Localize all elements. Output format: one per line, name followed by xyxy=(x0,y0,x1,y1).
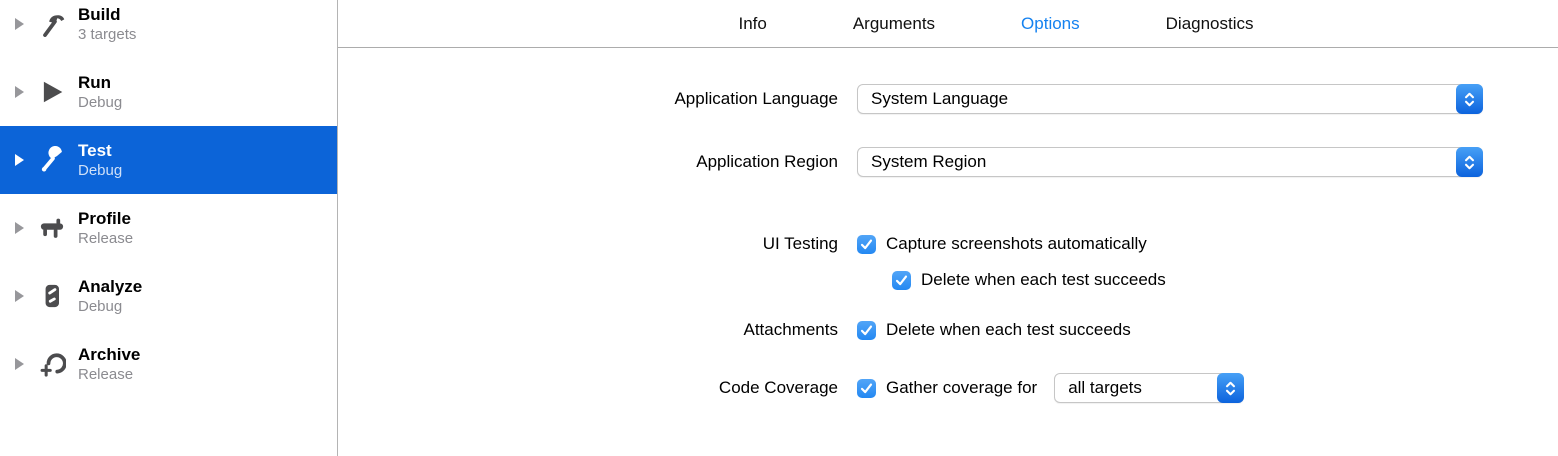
attachments-row: Attachments Delete when each test succee… xyxy=(338,319,1558,341)
application-region-popup[interactable]: System Region xyxy=(857,147,1483,177)
ui-testing-delete-row: Delete when each test succeeds xyxy=(338,269,1558,291)
scheme-title: Profile xyxy=(78,209,131,228)
popup-chevrons-icon xyxy=(1456,84,1483,114)
attachments-label: Attachments xyxy=(743,320,839,339)
caliper-icon xyxy=(34,210,70,246)
tab-arguments[interactable]: Arguments xyxy=(852,13,936,33)
popup-selected-value: System Language xyxy=(871,89,1009,108)
scheme-detail-panel: Info Arguments Options Diagnostics Appli… xyxy=(338,0,1558,456)
scheme-title: Archive xyxy=(78,345,141,364)
tab-bar: Info Arguments Options Diagnostics xyxy=(338,0,1558,48)
wrench-icon xyxy=(34,142,70,178)
tab-diagnostics[interactable]: Diagnostics xyxy=(1165,13,1254,33)
application-language-popup[interactable]: System Language xyxy=(857,84,1483,114)
options-form: Application Language System Language App… xyxy=(338,48,1558,403)
scheme-title: Build xyxy=(78,5,121,24)
disclosure-triangle-icon[interactable] xyxy=(15,290,24,302)
sidebar-item-test[interactable]: Test Debug xyxy=(0,126,337,194)
clamp-icon xyxy=(34,346,70,382)
gather-coverage-label: Gather coverage for xyxy=(886,378,1038,397)
hammer-icon xyxy=(34,6,70,42)
capture-screenshots-label: Capture screenshots automatically xyxy=(886,234,1147,253)
scheme-subtitle: Release xyxy=(78,230,134,247)
scheme-subtitle: 3 targets xyxy=(78,26,137,43)
scheme-subtitle: Debug xyxy=(78,298,123,315)
ui-testing-row: UI Testing Capture screenshots automatic… xyxy=(338,233,1558,255)
popup-chevrons-icon xyxy=(1456,147,1483,177)
play-icon xyxy=(34,74,70,110)
sidebar-item-archive[interactable]: Archive Release xyxy=(0,330,337,398)
sidebar-item-build[interactable]: Build 3 targets xyxy=(0,0,337,58)
delete-attachments-checkbox[interactable] xyxy=(857,320,876,340)
scheme-title: Run xyxy=(78,73,112,92)
application-region-label: Application Region xyxy=(696,152,838,171)
disclosure-triangle-icon[interactable] xyxy=(15,86,24,98)
scheme-subtitle: Release xyxy=(78,366,134,383)
disclosure-triangle-icon[interactable] xyxy=(15,222,24,234)
tab-info[interactable]: Info xyxy=(738,13,767,33)
gather-coverage-checkbox[interactable] xyxy=(857,378,876,398)
sidebar-item-analyze[interactable]: Analyze Debug xyxy=(0,262,337,330)
scheme-actions-sidebar: Build 3 targets Run Debug xyxy=(0,0,338,456)
disclosure-triangle-icon[interactable] xyxy=(15,18,24,30)
meter-icon xyxy=(34,278,70,314)
capture-screenshots-checkbox[interactable] xyxy=(857,234,876,254)
scheme-title: Test xyxy=(78,141,112,160)
ui-testing-label: UI Testing xyxy=(762,234,838,253)
popup-chevrons-icon xyxy=(1217,373,1245,403)
scheme-subtitle: Debug xyxy=(78,94,123,111)
disclosure-triangle-icon[interactable] xyxy=(15,154,24,166)
popup-selected-value: all targets xyxy=(1068,378,1142,397)
tab-options[interactable]: Options xyxy=(1021,13,1080,33)
scheme-title: Analyze xyxy=(78,277,143,296)
coverage-targets-popup[interactable]: all targets xyxy=(1054,373,1245,403)
application-language-row: Application Language System Language xyxy=(338,84,1558,114)
delete-attachments-label: Delete when each test succeeds xyxy=(886,320,1131,339)
delete-screenshots-label: Delete when each test succeeds xyxy=(921,270,1166,289)
popup-selected-value: System Region xyxy=(871,152,987,171)
scheme-subtitle: Debug xyxy=(78,162,123,179)
code-coverage-label: Code Coverage xyxy=(718,378,838,397)
scheme-action-list: Build 3 targets Run Debug xyxy=(0,0,337,398)
sidebar-item-profile[interactable]: Profile Release xyxy=(0,194,337,262)
application-region-row: Application Region System Region xyxy=(338,147,1558,177)
application-language-label: Application Language xyxy=(674,89,838,108)
sidebar-item-run[interactable]: Run Debug xyxy=(0,58,337,126)
delete-screenshots-checkbox[interactable] xyxy=(892,270,911,290)
code-coverage-row: Code Coverage Gather coverage for all ta… xyxy=(338,373,1558,403)
disclosure-triangle-icon[interactable] xyxy=(15,358,24,370)
